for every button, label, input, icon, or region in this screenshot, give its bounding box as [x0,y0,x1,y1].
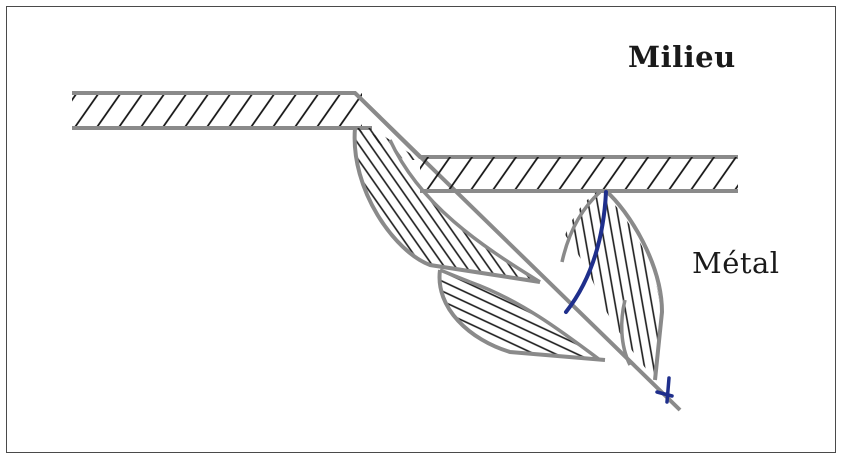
label-metal: Métal [692,246,780,280]
label-milieu: Milieu [628,40,736,74]
perpendicular-dislocation-icon [655,376,674,404]
slip-band-lower [437,268,606,362]
surface-layer-lower [420,157,738,193]
slip-band-upper [352,127,541,284]
surface-layer-upper [72,91,738,159]
dislocation-line [564,190,608,314]
slip-band-right [560,188,665,381]
